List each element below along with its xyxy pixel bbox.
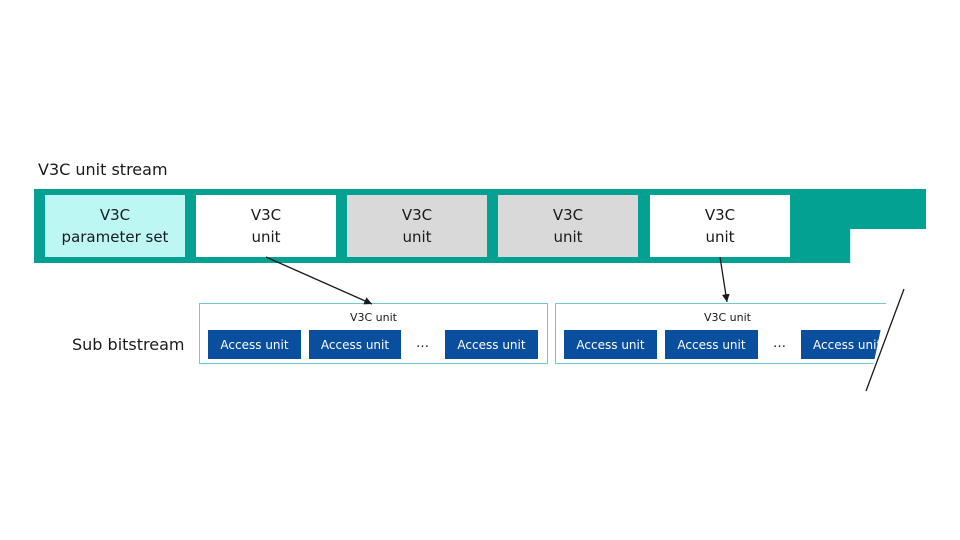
unit-line2: unit [251, 228, 281, 246]
unit-line2: unit [402, 228, 432, 246]
unit-line2: unit [553, 228, 583, 246]
sub-bitstream-label: Sub bitstream [72, 335, 185, 354]
unit-box-2: V3C unit [347, 195, 487, 257]
ellipsis: … [773, 336, 786, 351]
unit-parameter-set: V3C parameter set [45, 195, 185, 257]
unit-line1: V3C [99, 206, 131, 224]
access-unit: Access unit [309, 330, 401, 359]
unit-box-1: V3C unit [196, 195, 336, 257]
ellipsis: … [416, 336, 429, 351]
unit-line2: unit [705, 228, 735, 246]
arrow-to-container-2 [719, 256, 730, 303]
unit-box-3: V3C unit [498, 195, 638, 257]
stream-title: V3C unit stream [38, 160, 168, 179]
access-unit-truncated: Access unit [801, 330, 889, 359]
arrow-to-container-1 [265, 256, 373, 305]
cut-mask [866, 290, 960, 400]
unit-line1: V3C [401, 206, 433, 224]
sub-container-title: V3C unit [349, 311, 397, 324]
unit-line1: V3C [552, 206, 584, 224]
cut-line [865, 288, 905, 392]
access-unit: Access unit [564, 330, 657, 359]
access-unit: Access unit [445, 330, 538, 359]
unit-line1: V3C [250, 206, 282, 224]
access-unit: Access unit [665, 330, 758, 359]
unit-box-4: V3C unit [650, 195, 790, 257]
access-unit: Access unit [208, 330, 301, 359]
unit-line1: V3C [704, 206, 736, 224]
unit-line2: parameter set [61, 228, 169, 246]
sub-container-title: V3C unit [703, 311, 751, 324]
